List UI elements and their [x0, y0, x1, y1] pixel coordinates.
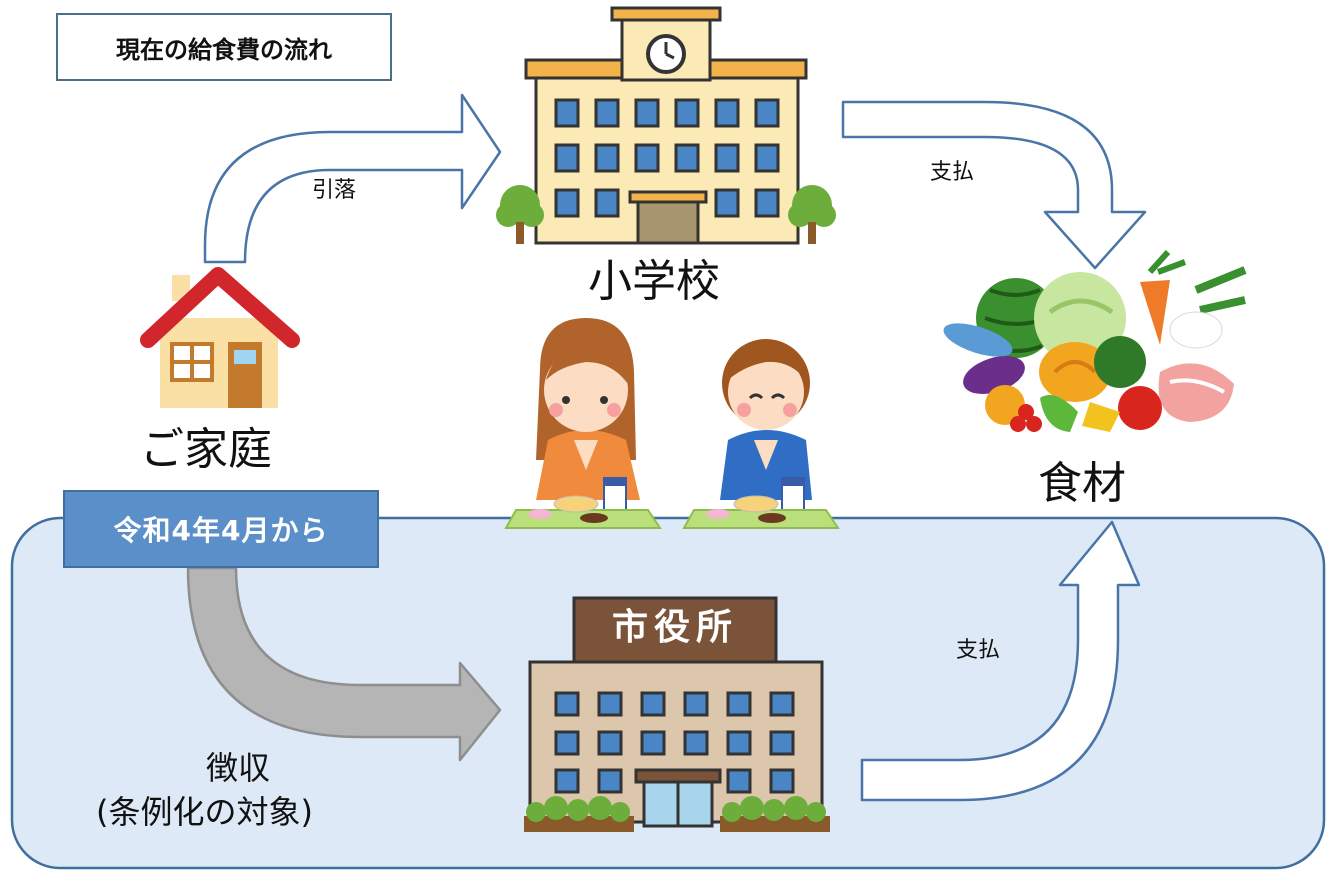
- arrow-cityhall-to-food: [860, 520, 1141, 802]
- arrow-home-to-school: [203, 93, 502, 264]
- label-home: ご家庭: [140, 424, 272, 475]
- school-building-icon: [496, 6, 836, 245]
- vegetables-icon: [943, 249, 1247, 432]
- city-hall-icon: [524, 596, 830, 832]
- label-school: 小学校: [588, 256, 720, 307]
- label-school-to-food: 支払: [930, 160, 975, 185]
- diagram-title: 現在の給食費の流れ: [56, 13, 392, 81]
- arrow-home-to-cityhall: [186, 566, 502, 762]
- children-eating-icon: [504, 318, 840, 529]
- label-city-to-food: 支払: [956, 638, 1001, 663]
- label-collection-note: (条例化の対象): [96, 793, 313, 831]
- label-food: 食材: [1038, 458, 1126, 509]
- house-icon: [140, 267, 300, 408]
- start-date-badge: 令和4年4月から: [63, 490, 379, 568]
- city-hall-sign-text: 市役所: [611, 607, 738, 648]
- arrow-school-to-food: [841, 100, 1147, 270]
- label-home-to-school: 引落: [312, 178, 357, 203]
- label-collection: 徴収: [206, 749, 271, 787]
